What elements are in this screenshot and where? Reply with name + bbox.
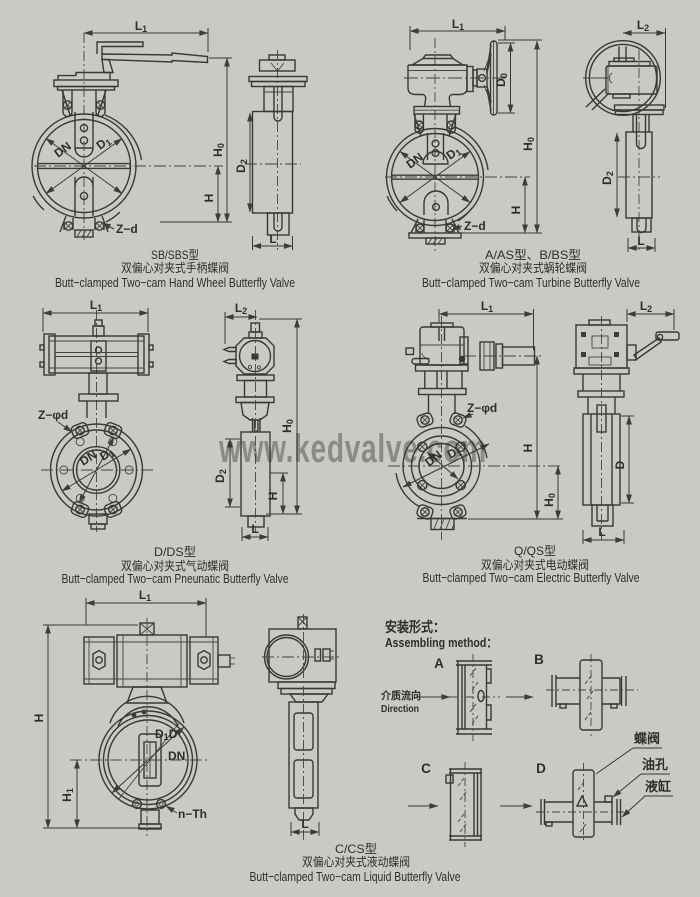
svg-text:H: H xyxy=(521,444,535,453)
svg-text:H: H xyxy=(509,206,523,215)
svg-text:油孔: 油孔 xyxy=(642,757,668,772)
svg-text:Z−φd: Z−φd xyxy=(38,408,68,422)
svg-text:Butt−clamped Two−cam Electric: Butt−clamped Two−cam Electric Butterfly … xyxy=(423,570,640,585)
svg-text:L2: L2 xyxy=(640,299,652,314)
svg-text:DN: DN xyxy=(52,139,74,161)
svg-text:DN: DN xyxy=(168,749,185,763)
svg-text:Direction: Direction xyxy=(381,703,419,715)
svg-text:H0: H0 xyxy=(211,143,226,157)
svg-text:D1: D1 xyxy=(94,133,114,153)
svg-text:L1: L1 xyxy=(90,298,102,313)
svg-text:蝶阀: 蝶阀 xyxy=(634,731,660,746)
svg-text:双偏心对夹式液动蝶阀: 双偏心对夹式液动蝶阀 xyxy=(302,854,410,869)
svg-text:D1: D1 xyxy=(444,143,464,163)
svg-text:Z−φd: Z−φd xyxy=(467,401,497,415)
svg-text:L: L xyxy=(269,232,276,246)
svg-text:D0: D0 xyxy=(494,73,509,87)
svg-text:L1: L1 xyxy=(135,19,147,34)
svg-text:Butt−clamped Two−cam Pneunatic: Butt−clamped Two−cam Pneunatic Butterfly… xyxy=(62,571,289,586)
svg-text:双偏心对夹式电动蝶阀: 双偏心对夹式电动蝶阀 xyxy=(481,557,589,572)
svg-text:L1: L1 xyxy=(139,588,151,603)
svg-text:双偏心对夹式手柄蝶阀: 双偏心对夹式手柄蝶阀 xyxy=(121,260,229,275)
svg-text:L1: L1 xyxy=(481,299,493,314)
svg-text:液缸: 液缸 xyxy=(645,779,671,794)
svg-text:D: D xyxy=(536,761,546,776)
svg-text:Assembling method：: Assembling method： xyxy=(385,636,497,650)
svg-text:H0: H0 xyxy=(542,493,557,507)
svg-text:L: L xyxy=(301,817,308,831)
svg-text:H1: H1 xyxy=(60,788,75,802)
svg-text:L: L xyxy=(637,234,644,248)
svg-text:A: A xyxy=(434,656,444,671)
svg-text:H: H xyxy=(266,492,280,501)
svg-text:D1D: D1D xyxy=(155,727,178,742)
svg-text:C: C xyxy=(421,761,431,776)
svg-text:D1: D1 xyxy=(97,444,117,464)
svg-text:安装形式：: 安装形式： xyxy=(385,619,445,635)
svg-text:SB/SBS型: SB/SBS型 xyxy=(151,248,199,262)
svg-text:D2: D2 xyxy=(600,171,615,185)
svg-text:H0: H0 xyxy=(521,137,536,151)
svg-text:Butt−clamped Two−cam Liquid Bu: Butt−clamped Two−cam Liquid Butterfly Va… xyxy=(250,869,461,884)
svg-text:L2: L2 xyxy=(235,301,247,316)
svg-text:B: B xyxy=(534,652,544,667)
svg-text:L2: L2 xyxy=(637,18,649,33)
svg-text:L: L xyxy=(598,525,605,539)
svg-text:n−Th: n−Th xyxy=(178,807,207,821)
svg-text:Butt−clamped Two−cam Turbine B: Butt−clamped Two−cam Turbine Butterfly V… xyxy=(422,275,640,290)
svg-text:Butt−clamped Two−cam Hand Whee: Butt−clamped Two−cam Hand Wheel Butterfl… xyxy=(55,275,295,290)
svg-text:Z−d: Z−d xyxy=(116,222,138,236)
svg-text:www.kedvalve.com: www.kedvalve.com xyxy=(218,427,487,471)
svg-text:D/DS型: D/DS型 xyxy=(154,545,196,559)
svg-text:A/AS型、B/BS型: A/AS型、B/BS型 xyxy=(485,248,581,262)
svg-text:D2: D2 xyxy=(234,159,249,173)
svg-text:D2: D2 xyxy=(213,469,228,483)
svg-text:L: L xyxy=(251,522,258,536)
svg-text:H: H xyxy=(32,714,46,723)
svg-text:双偏心对夹式蜗轮蝶阀: 双偏心对夹式蜗轮蝶阀 xyxy=(479,260,587,275)
svg-text:介质流向: 介质流向 xyxy=(380,689,421,702)
svg-text:C/CS型: C/CS型 xyxy=(335,842,377,856)
svg-text:Q/QS型: Q/QS型 xyxy=(514,544,556,558)
svg-text:双偏心对夹式气动蝶阀: 双偏心对夹式气动蝶阀 xyxy=(121,558,229,573)
svg-text:Z−d: Z−d xyxy=(464,219,486,233)
svg-text:H: H xyxy=(202,194,216,203)
svg-text:D: D xyxy=(613,460,627,469)
svg-text:L1: L1 xyxy=(452,17,464,32)
